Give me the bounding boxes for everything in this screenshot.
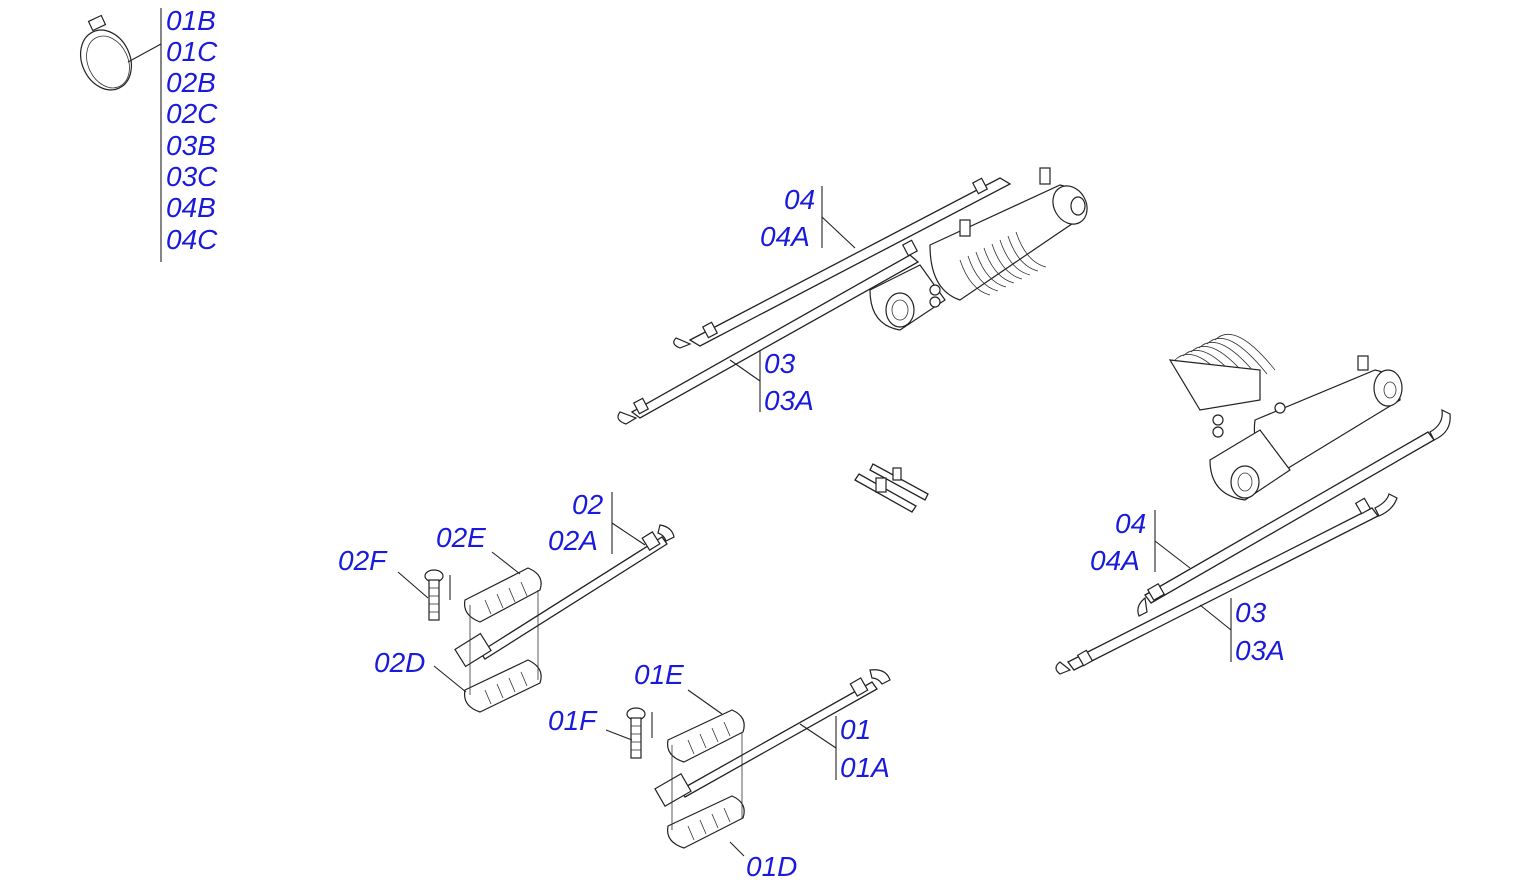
callout-04C: 04C <box>166 224 218 255</box>
callout-03B: 03B <box>166 130 216 161</box>
callout-01B: 01B <box>166 5 216 36</box>
right-cylinder-assembly <box>1168 333 1403 501</box>
callout-03: 03 <box>1235 597 1267 628</box>
centre-connector-part <box>854 463 929 513</box>
right-pipe-03 <box>1055 493 1398 675</box>
callout-02B: 02B <box>166 67 216 98</box>
right-pipe-04 <box>1137 408 1451 617</box>
hose-clamp-part <box>80 14 132 91</box>
callout-04B: 04B <box>166 192 216 223</box>
callout-03A: 03A <box>764 385 814 416</box>
left-cylinder-callouts: 04 04A 03 03A <box>729 184 856 416</box>
left-cylinder-assembly <box>869 167 1088 331</box>
callout-02E: 02E <box>436 522 486 553</box>
callout-03C: 03C <box>166 161 218 192</box>
callout-03A: 03A <box>1235 635 1285 666</box>
callout-01A: 01A <box>840 752 890 783</box>
assembly-02 <box>424 524 675 713</box>
left-pipe-04 <box>673 177 1012 349</box>
callout-02F: 02F <box>338 545 388 576</box>
callout-03: 03 <box>764 348 796 379</box>
callout-04A: 04A <box>760 221 810 252</box>
callout-01E: 01E <box>634 659 684 690</box>
assembly-01 <box>626 669 891 849</box>
right-cylinder-callouts: 04 04A 03 03A <box>1090 508 1285 666</box>
assembly-02-callouts: 02 02A 02E 02F 02D <box>338 489 646 693</box>
callout-01: 01 <box>840 714 871 745</box>
assembly-01-callouts: 01E 01F 01 01A 01D <box>548 659 890 882</box>
callout-02: 02 <box>572 489 604 520</box>
callout-02A: 02A <box>548 525 598 556</box>
callout-04: 04 <box>1115 508 1146 539</box>
callout-02C: 02C <box>166 98 218 129</box>
callout-01F: 01F <box>548 705 598 736</box>
callout-02D: 02D <box>374 647 425 678</box>
left-pipe-03 <box>617 239 920 425</box>
callout-01D: 01D <box>746 851 797 882</box>
callout-01C: 01C <box>166 36 218 67</box>
callout-04A: 04A <box>1090 545 1140 576</box>
clamp-callout-list: 01B 01C 02B 02C 03B 03C 04B 04C <box>166 5 218 255</box>
callout-04: 04 <box>784 184 815 215</box>
